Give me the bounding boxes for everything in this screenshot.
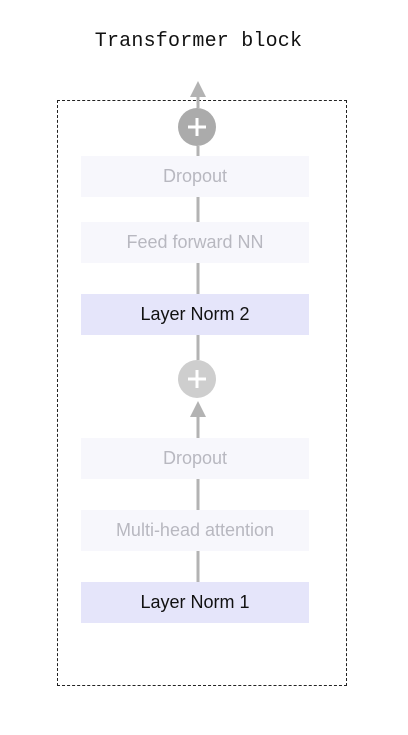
plus-icon	[188, 370, 206, 388]
lower-arrowhead-icon	[190, 401, 206, 417]
output-arrowhead-icon	[190, 81, 206, 97]
diagram-title: Transformer block	[94, 30, 303, 53]
residual-add-bottom	[178, 360, 216, 398]
dropout-top-block: Dropout	[81, 156, 309, 197]
layer-norm-1-block: Layer Norm 1	[81, 582, 309, 623]
feed-forward-block: Feed forward NN	[81, 222, 309, 263]
dropout-bottom-block: Dropout	[81, 438, 309, 479]
layer-norm-2-block: Layer Norm 2	[81, 294, 309, 335]
transformer-block-frame	[57, 100, 347, 686]
plus-icon	[188, 118, 206, 136]
residual-add-top	[178, 108, 216, 146]
multi-head-attention-block: Multi-head attention	[81, 510, 309, 551]
